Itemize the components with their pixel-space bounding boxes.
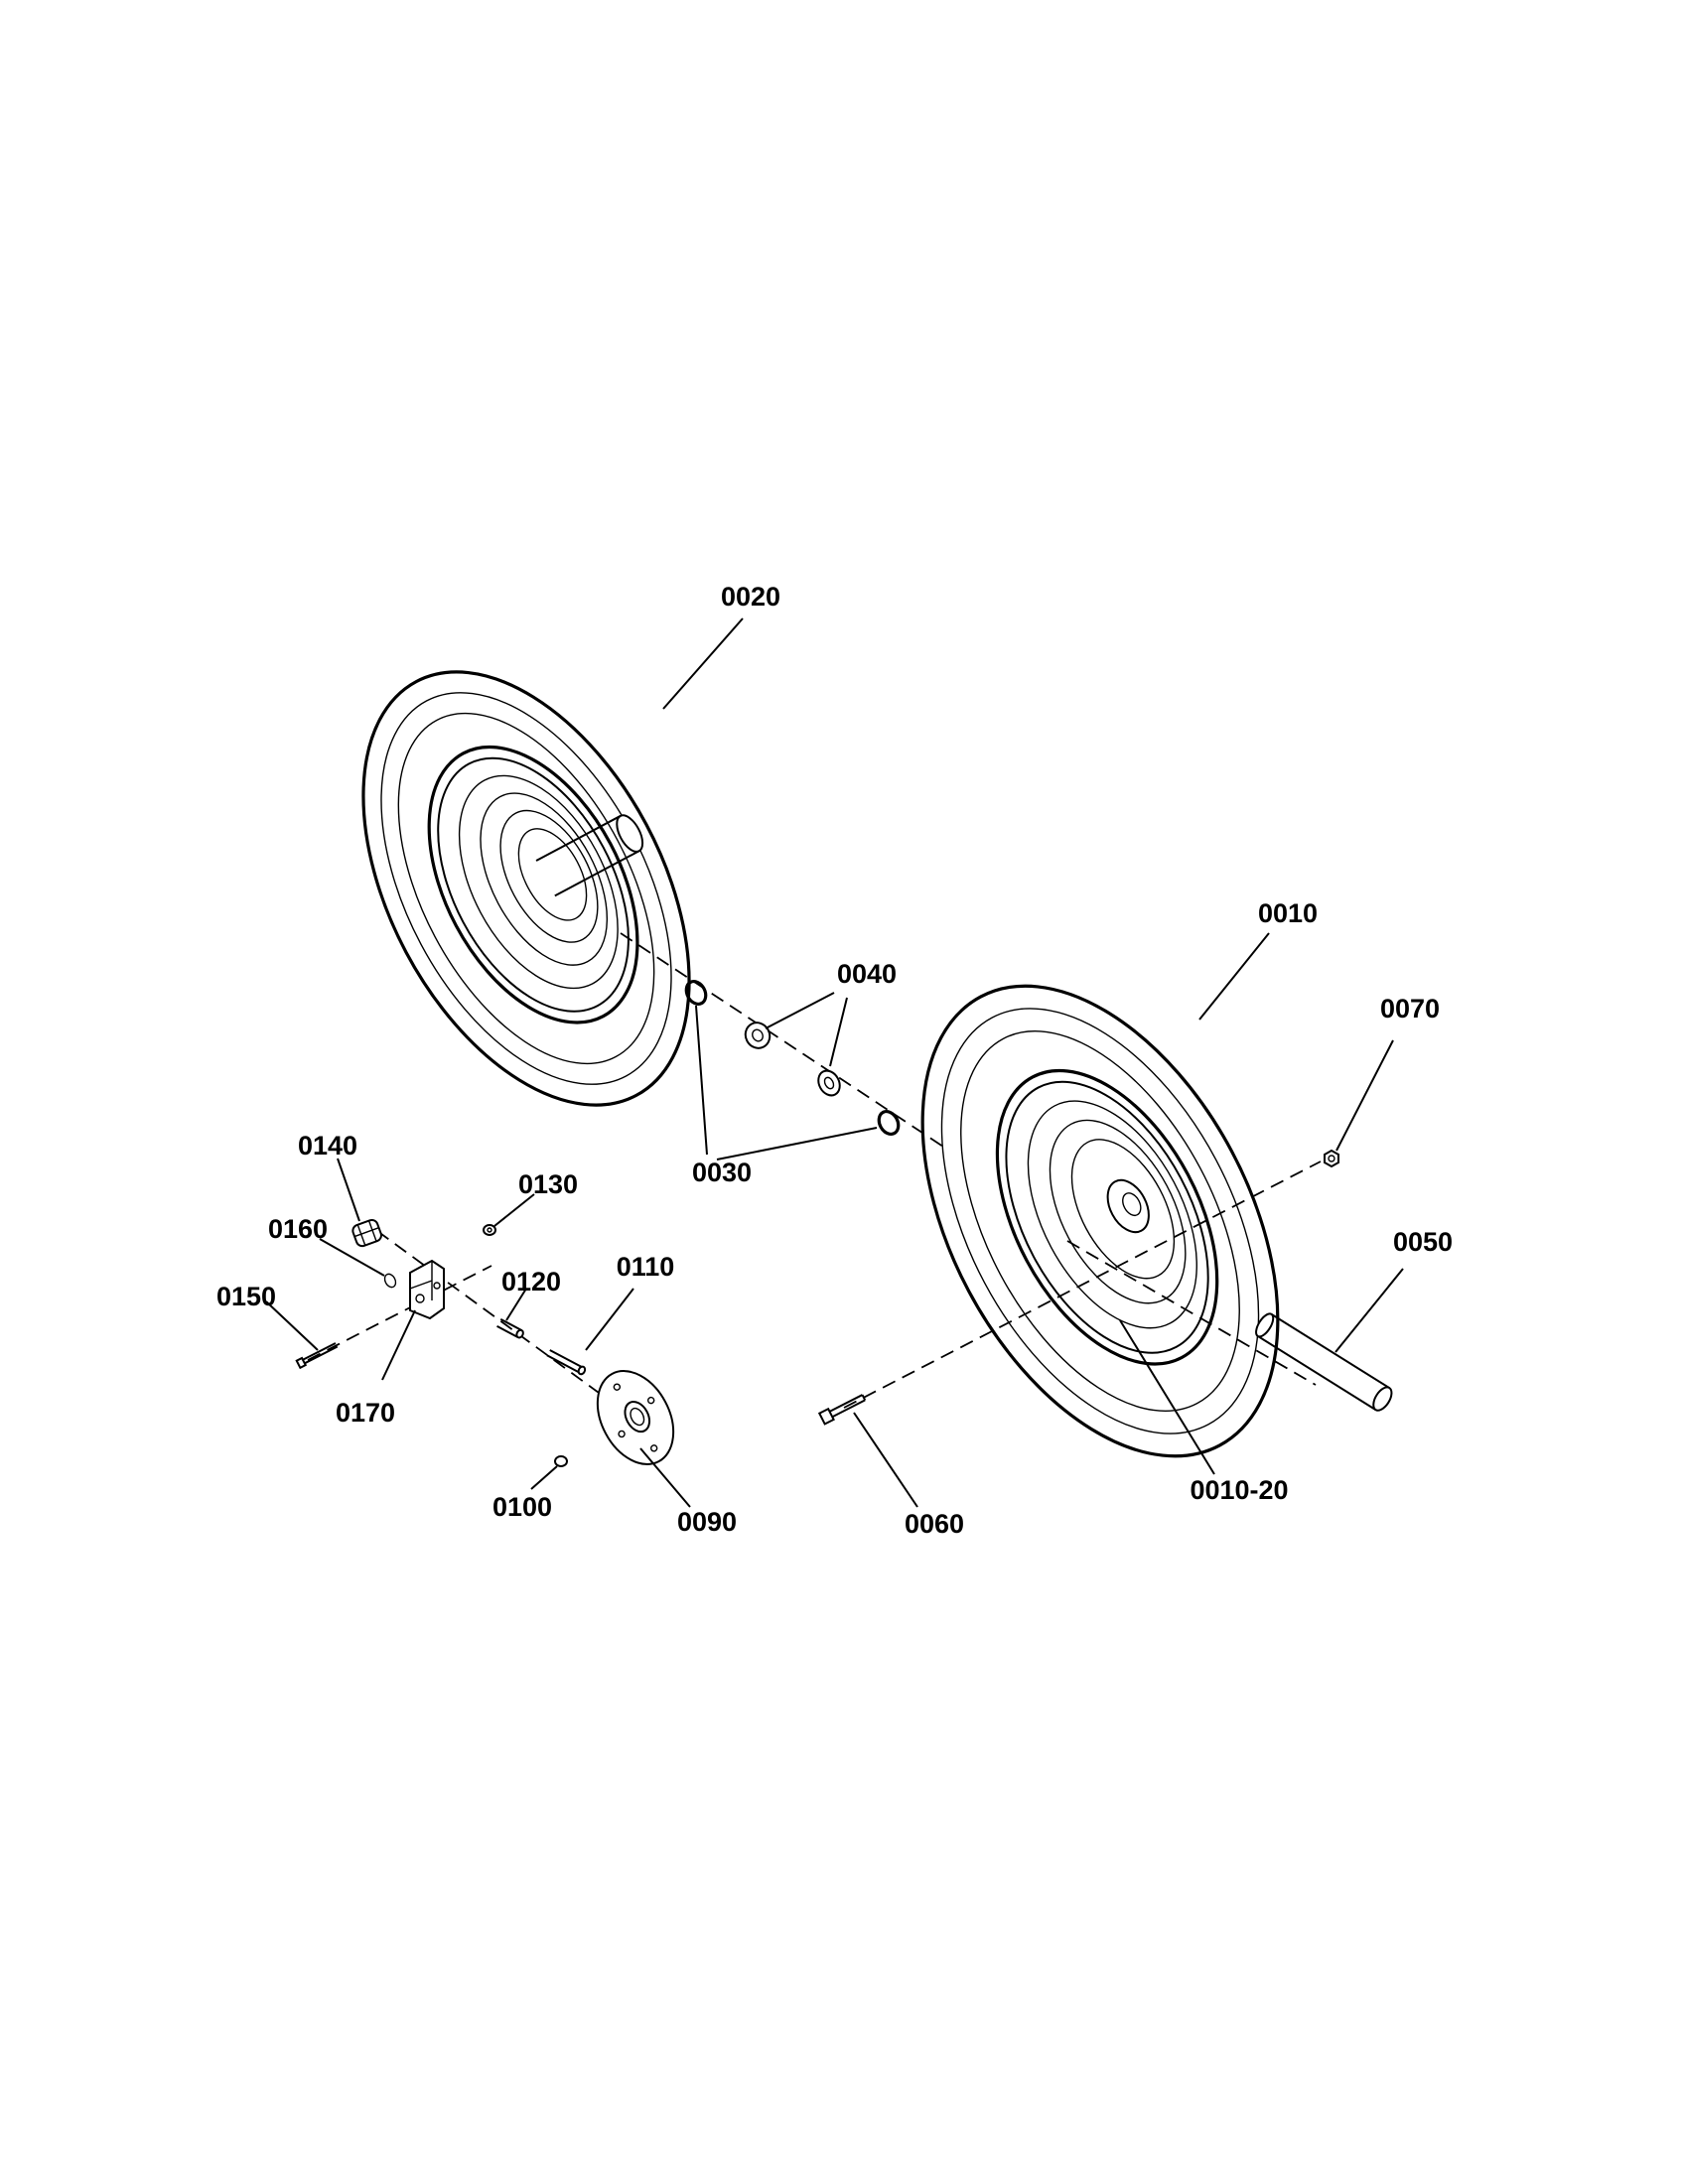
bolt-centerline-left	[307, 1265, 492, 1361]
callout-0170: 0170	[336, 1398, 395, 1428]
callout-0140: 0140	[298, 1131, 357, 1160]
leader-lines	[265, 617, 1404, 1508]
callout-0020: 0020	[721, 582, 780, 612]
hub-flange-0090	[596, 1370, 675, 1465]
callout-0010: 0010	[1258, 898, 1318, 928]
callout-0060: 0060	[905, 1509, 964, 1539]
pin-0110	[546, 1349, 587, 1376]
pin-0120	[496, 1317, 524, 1339]
bracket-centerline	[376, 1230, 636, 1421]
bolt-centerline-right	[843, 1160, 1322, 1409]
callout-0130: 0130	[518, 1169, 578, 1199]
washer-0160	[383, 1273, 397, 1289]
callout-0090: 0090	[677, 1507, 737, 1537]
washer-0040-lower	[817, 1069, 841, 1097]
bolt-0060	[817, 1394, 867, 1426]
callout-0030: 0030	[692, 1158, 752, 1187]
nut-0070	[1324, 1149, 1339, 1168]
bolt-0150	[295, 1342, 339, 1370]
axle-centerline-right	[1066, 1240, 1317, 1386]
bracket-0170	[409, 1259, 445, 1320]
wheel-assembly-right	[920, 984, 1280, 1458]
wheel-assembly-left	[361, 670, 691, 1107]
callout-0070: 0070	[1380, 994, 1440, 1024]
knob-0140	[351, 1218, 382, 1248]
washer-0030-upper	[684, 979, 708, 1007]
washer-0030-lower	[877, 1109, 901, 1137]
axle-tube-0050	[1255, 1312, 1393, 1412]
callout-0040: 0040	[837, 959, 897, 989]
callout-0110: 0110	[617, 1252, 675, 1282]
callout-0010-20: 0010-20	[1190, 1475, 1288, 1505]
callout-0120: 0120	[501, 1267, 561, 1297]
callout-0150: 0150	[216, 1282, 276, 1311]
nut-0130	[483, 1224, 496, 1236]
callout-0100: 0100	[492, 1492, 552, 1522]
set-screw-0100	[554, 1455, 568, 1467]
callout-0160: 0160	[268, 1214, 328, 1244]
washer-0040-upper	[744, 1022, 772, 1049]
callout-0050: 0050	[1393, 1227, 1453, 1257]
